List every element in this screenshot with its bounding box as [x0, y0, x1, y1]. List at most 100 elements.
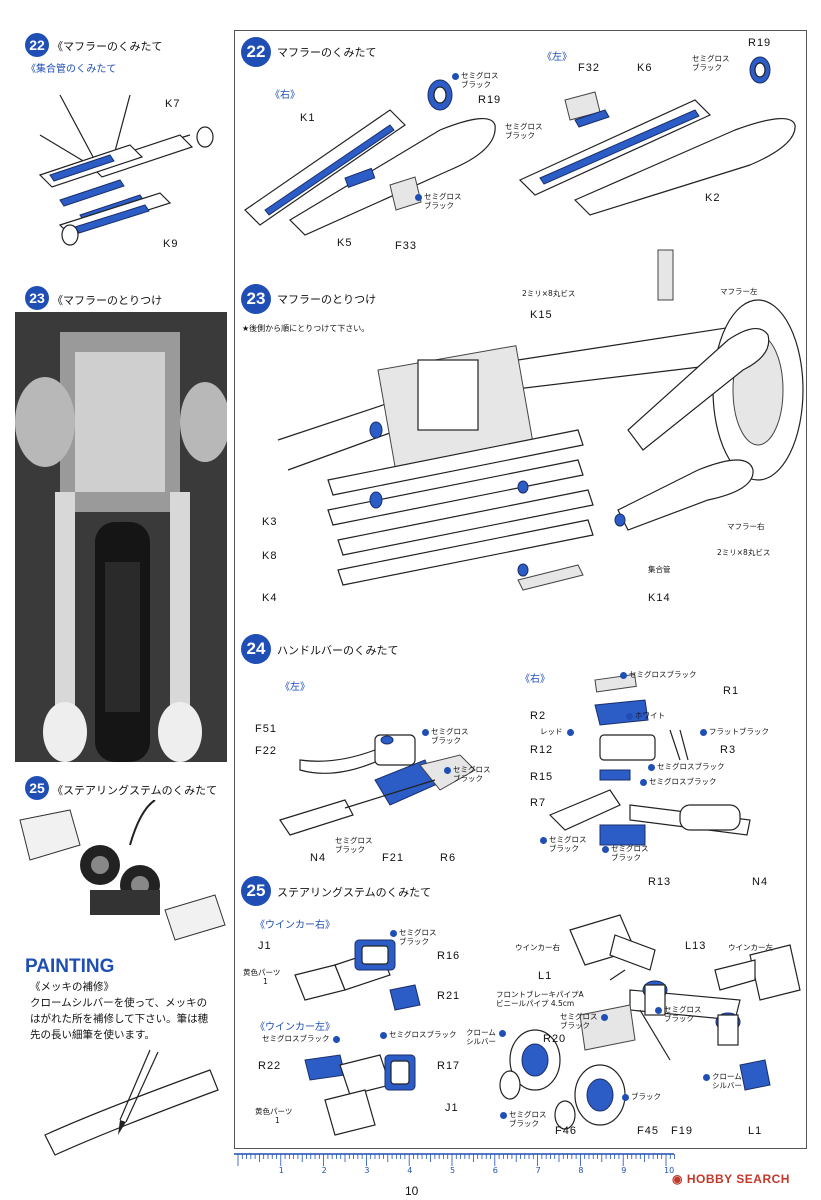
- part-label-r19-right: R19: [478, 94, 502, 106]
- part-label-f19: F19: [671, 1125, 693, 1137]
- paint-note-r22: セミグロスブラック: [262, 1034, 342, 1043]
- winker-right-big-label: ウインカー右: [515, 943, 560, 952]
- motorcycle-rear-photo: [15, 312, 227, 762]
- paint-note-flat-black: フラットブラック: [700, 727, 769, 736]
- painting-line-2: はがれた所を補修して下さい。筆は穂: [30, 1013, 209, 1025]
- part-label-j1-top: J1: [258, 940, 272, 952]
- muffler-right-label: マフラー右: [727, 522, 765, 531]
- part-label-r12: R12: [530, 744, 554, 756]
- part-label-k3: K3: [262, 516, 278, 528]
- part-label-l1-top: L1: [538, 970, 553, 982]
- step-badge-25: 25: [241, 876, 271, 906]
- winker-right-sub: 《ウインカー右》: [255, 920, 335, 931]
- paint-note-r15: セミグロスブラック: [640, 777, 717, 786]
- ruler-number: 1: [278, 1166, 284, 1175]
- paint-note-stem-1: セミグロスブラック: [560, 1012, 610, 1030]
- side-right-22: 《右》: [270, 90, 300, 101]
- step-title-23-left: 《マフラーのとりつけ: [52, 294, 163, 307]
- winker-left-sub: 《ウインカー左》: [255, 1022, 335, 1033]
- part-label-k6: K6: [637, 62, 653, 74]
- step-badge-23: 23: [241, 284, 271, 314]
- winker-left-big-label: ウインカー左: [728, 943, 773, 952]
- part-label-l13: L13: [685, 940, 707, 952]
- paint-note-red: レッド: [540, 727, 576, 736]
- step-title-22: マフラーのくみたて: [277, 46, 377, 59]
- paint-note-stem-2: セミグロスブラック: [655, 1005, 702, 1023]
- part-label-r7: R7: [530, 797, 547, 809]
- part-label-n4-right: N4: [752, 876, 769, 888]
- step-badge-25-left: 25: [25, 776, 49, 800]
- hobby-search-watermark: ◉ HOBBY SEARCH: [672, 1172, 790, 1186]
- part-label-r3: R3: [720, 744, 737, 756]
- ruler-number: 5: [450, 1166, 456, 1175]
- step-title-22-left: 《マフラーのくみたて: [52, 40, 163, 53]
- part-label-k8: K8: [262, 550, 278, 562]
- screw-label-bottom: 2ミリ×8丸ビス: [717, 548, 771, 557]
- part-label-r16: R16: [437, 950, 461, 962]
- part-label-n4-left: N4: [310, 852, 327, 864]
- side-right-24: 《右》: [520, 674, 550, 685]
- part-label-r17: R17: [437, 1060, 461, 1072]
- watermark-text: HOBBY SEARCH: [686, 1172, 790, 1186]
- step-badge-24: 24: [241, 634, 271, 664]
- muffler-left-label: マフラー左: [720, 287, 758, 296]
- ruler-number: 8: [578, 1166, 584, 1175]
- step-subtitle-collector: 《集合管のくみたて: [26, 64, 117, 75]
- ruler-number: 3: [364, 1166, 370, 1175]
- painting-heading: PAINTING: [25, 956, 115, 977]
- muffler-right-illustration: [244, 79, 496, 236]
- side-left-24: 《左》: [280, 682, 310, 693]
- part-label-k15: K15: [530, 309, 553, 321]
- muffler-left-illustration: [518, 56, 796, 216]
- part-label-k4: K4: [262, 592, 278, 604]
- part-label-f21: F21: [382, 852, 404, 864]
- part-label-r19-left: R19: [748, 37, 772, 49]
- chrome-silver-right: クロームシルバー: [703, 1072, 742, 1090]
- ruler-number: 7: [535, 1166, 541, 1175]
- ruler-number: 4: [407, 1166, 413, 1175]
- page-number: 10: [405, 1184, 419, 1198]
- paint-note-f32: セミグロスブラック: [505, 122, 543, 140]
- winker-right-illustration: [294, 939, 421, 1011]
- part-label-f22: F22: [255, 745, 277, 757]
- ruler-number: 10: [664, 1166, 675, 1175]
- scale-ruler: [234, 1153, 675, 1166]
- paint-note-f51: セミグロスブラック: [422, 727, 469, 745]
- painting-subheading: 《メッキの補修》: [30, 981, 114, 993]
- paint-note-r12: セミグロスブラック: [648, 762, 725, 771]
- paint-note-r6: セミグロスブラック: [444, 765, 491, 783]
- winker-photo: [15, 800, 227, 945]
- ruler-number: 6: [492, 1166, 498, 1175]
- paint-note-r17: セミグロスブラック: [380, 1030, 457, 1039]
- part-label-k7: K7: [165, 98, 181, 110]
- paint-note-black: ブラック: [622, 1092, 661, 1101]
- part-label-r21: R21: [437, 990, 461, 1002]
- step-23-note: ★後側から順にとりつけて下さい。: [242, 324, 370, 333]
- part-label-k1: K1: [300, 112, 316, 124]
- handlebar-right-illustration: [548, 673, 751, 846]
- screw-label-top: 2ミリ×8丸ビス: [522, 289, 576, 298]
- part-label-f33: F33: [395, 240, 417, 252]
- paint-note-r1: セミグロスブラック: [620, 670, 697, 679]
- part-label-f46: F46: [555, 1125, 577, 1137]
- part-label-f32: F32: [578, 62, 600, 74]
- chrome-silver-left: クロームシルバー: [466, 1028, 508, 1046]
- paint-note-r19-right: セミグロスブラック: [452, 71, 499, 89]
- part-label-j1-bottom: J1: [445, 1102, 459, 1114]
- step-badge-22: 22: [241, 37, 271, 67]
- paint-note-r19-left: セミグロスブラック: [692, 54, 730, 72]
- part-label-r13: R13: [648, 876, 672, 888]
- paint-note-f33: セミグロスブラック: [415, 192, 462, 210]
- paint-note-r16: セミグロスブラック: [390, 928, 437, 946]
- step-badge-22-left: 22: [25, 33, 49, 57]
- step-title-23: マフラーのとりつけ: [277, 293, 377, 306]
- step-badge-23-left: 23: [25, 286, 49, 310]
- paint-note-f21: セミグロスブラック: [335, 836, 373, 854]
- part-label-k9: K9: [163, 238, 179, 250]
- part-label-f45: F45: [637, 1125, 659, 1137]
- part-label-r22: R22: [258, 1060, 282, 1072]
- part-label-r15: R15: [530, 771, 554, 783]
- paint-note-f46: セミグロスブラック: [500, 1110, 547, 1128]
- part-label-r2: R2: [530, 710, 547, 722]
